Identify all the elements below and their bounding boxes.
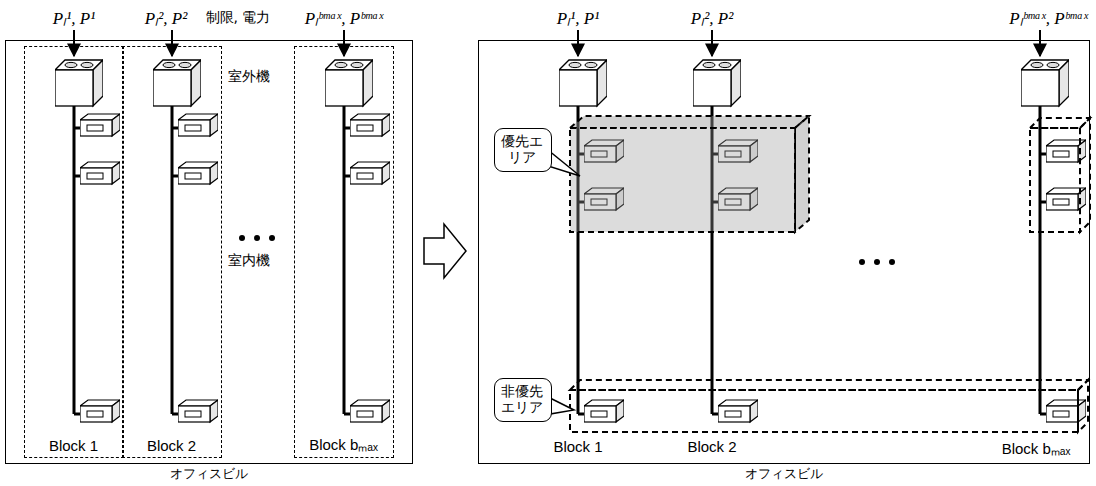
outdoor-units xyxy=(55,60,1069,106)
power-limit-label: Pₗ², P² xyxy=(691,6,733,29)
block-label: Block 1 xyxy=(25,437,123,454)
power-limit-label: Pₗ¹, P¹ xyxy=(53,6,95,29)
area-callout: 非優先エリア xyxy=(494,378,552,422)
outdoor-unit-label: 室外機 xyxy=(228,68,270,86)
area-callout-text: 非優先エリア xyxy=(501,383,544,415)
power-limit-label: Pₗᵇᵐᵃˣ, Pᵇᵐᵃˣ xyxy=(1009,6,1088,29)
power-limit-label: Pₗᵇᵐᵃˣ, Pᵇᵐᵃˣ xyxy=(305,6,384,29)
block-label: Block bₘₐₓ xyxy=(1002,438,1071,458)
building-caption: オフィスビル xyxy=(6,465,412,483)
callout-tails xyxy=(548,150,580,414)
power-arrows xyxy=(74,30,1040,56)
power-limit-label: Pₗ¹, P¹ xyxy=(557,6,599,29)
block-label: Block 2 xyxy=(687,438,736,455)
priority-area-box xyxy=(570,116,1090,232)
indoor-units xyxy=(80,114,1086,422)
block-group: Block 1 xyxy=(24,46,124,458)
block-label: Block bₘₐₓ xyxy=(295,434,393,454)
power-limit-label: Pₗ², P² xyxy=(145,6,187,29)
block-group: Block 2 xyxy=(122,46,222,458)
legend-note: 制限, 電力 xyxy=(206,9,271,27)
building-panel: オフィスビルBlock 1Block 2Block bₘₐₓ xyxy=(5,40,413,464)
block-group: Block bₘₐₓ xyxy=(294,46,394,458)
building-caption: オフィスビル xyxy=(479,465,1089,483)
indoor-unit-label: 室内機 xyxy=(228,252,270,270)
transition-arrow xyxy=(424,224,466,278)
building-panel: オフィスビル優先エリア非優先エリア xyxy=(478,40,1090,464)
block-label: Block 2 xyxy=(123,437,221,454)
area-callout: 優先エリア xyxy=(494,128,552,172)
refrigerant-pipes xyxy=(74,106,1046,414)
ellipsis-dots xyxy=(239,235,895,265)
area-callout-text: 優先エリア xyxy=(501,133,544,165)
non-priority-area-box xyxy=(570,380,1088,432)
block-label: Block 1 xyxy=(553,438,602,455)
